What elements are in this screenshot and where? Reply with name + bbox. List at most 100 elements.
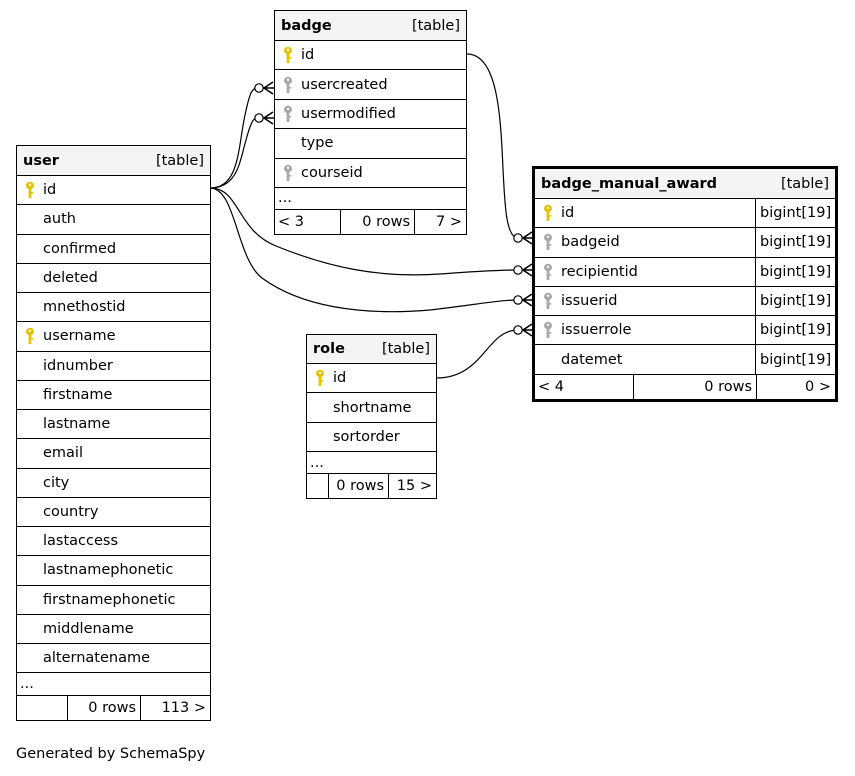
- column-name: type: [301, 135, 334, 152]
- column-name: firstnamephonetic: [43, 591, 176, 608]
- column-row[interactable]: id: [275, 41, 466, 71]
- primary-key-icon: [544, 204, 552, 222]
- table-badge[interactable]: badge [table] id usercreated usermodified t…: [274, 10, 467, 235]
- column-row[interactable]: username: [17, 322, 210, 352]
- column-row[interactable]: lastaccess: [17, 527, 210, 557]
- table-header: user [table]: [17, 146, 210, 176]
- column-name: id: [43, 182, 57, 199]
- column-row[interactable]: alternatename: [17, 644, 210, 674]
- column-type: bigint[19]: [755, 286, 835, 316]
- column-name: confirmed: [43, 240, 117, 257]
- table-header: badge [table]: [275, 11, 466, 41]
- column-name: username: [43, 328, 116, 345]
- column-name: deleted: [43, 269, 98, 286]
- column-row[interactable]: city: [17, 469, 210, 498]
- primary-key-icon: [316, 369, 324, 387]
- column-name: alternatename: [43, 650, 151, 667]
- column-row[interactable]: shortname: [307, 393, 436, 423]
- column-row[interactable]: usermodified: [275, 100, 466, 130]
- column-row[interactable]: badgeid bigint[19]: [535, 228, 835, 258]
- more-columns: ...: [275, 188, 466, 210]
- primary-key-icon: [26, 181, 34, 199]
- column-row[interactable]: id bigint[19]: [535, 199, 835, 229]
- column-row[interactable]: idnumber: [17, 352, 210, 381]
- column-row[interactable]: issuerrole bigint[19]: [535, 316, 835, 346]
- column-row[interactable]: type: [275, 129, 466, 159]
- row-count: 0 rows: [634, 374, 757, 399]
- column-row[interactable]: courseid: [275, 159, 466, 188]
- column-name: sortorder: [333, 428, 400, 445]
- table-user[interactable]: user [table] id auth confirmed deleted mneth…: [16, 145, 211, 722]
- column-name: id: [561, 205, 575, 222]
- row-count: 0 rows: [68, 696, 141, 721]
- foreign-key-icon: [544, 234, 552, 251]
- column-row[interactable]: lastname: [17, 410, 210, 440]
- foreign-key-icon: [544, 292, 552, 310]
- column-row[interactable]: firstname: [17, 381, 210, 410]
- column-row[interactable]: deleted: [17, 264, 210, 293]
- table-name: role: [313, 341, 345, 357]
- column-type: bigint[19]: [755, 199, 835, 228]
- table-kind: [table]: [411, 17, 460, 34]
- foreign-key-icon: [284, 164, 292, 181]
- row-count: 0 rows: [329, 474, 389, 499]
- rel-badge-usermodified-user: [209, 117, 260, 189]
- rel-badge-usercreated-user: [209, 87, 260, 189]
- column-row[interactable]: issuerid bigint[19]: [535, 286, 835, 317]
- column-type: bigint[19]: [755, 228, 835, 257]
- column-name: usercreated: [301, 76, 388, 93]
- column-row[interactable]: country: [17, 498, 210, 527]
- column-name: lastnamephonetic: [43, 562, 174, 579]
- table-kind: [table]: [381, 341, 430, 357]
- column-name: mnethostid: [43, 299, 126, 316]
- column-row[interactable]: email: [17, 439, 210, 469]
- foreign-key-icon: [284, 76, 292, 93]
- children-count: 15 >: [396, 478, 432, 495]
- column-row[interactable]: confirmed: [17, 235, 210, 264]
- table-name: badge: [281, 17, 332, 34]
- optional-circle-issuerrole: [513, 325, 523, 335]
- column-row[interactable]: firstnamephonetic: [17, 586, 210, 615]
- table-footer: < 4 0 rows 0 >: [535, 374, 835, 399]
- column-name: country: [43, 503, 99, 520]
- table-footer: 0 rows 15 >: [307, 474, 436, 499]
- table-name: badge_manual_award: [541, 175, 718, 192]
- parents-count: [307, 474, 329, 499]
- column-row[interactable]: datemet bigint[19]: [535, 345, 835, 375]
- table-footer: < 3 0 rows 7 >: [275, 209, 466, 234]
- column-name: lastname: [43, 416, 111, 433]
- column-type: bigint[19]: [755, 345, 835, 374]
- table-footer: 0 rows 113 >: [17, 696, 210, 721]
- column-row[interactable]: middlename: [17, 615, 210, 644]
- column-row[interactable]: auth: [17, 205, 210, 235]
- table-header: badge_manual_award [table]: [535, 169, 835, 199]
- children-count: 7 >: [436, 213, 462, 230]
- column-name: city: [43, 474, 70, 491]
- more-columns: ...: [17, 673, 210, 697]
- column-name: email: [43, 445, 83, 462]
- table-header: role [table]: [307, 335, 436, 364]
- column-row[interactable]: usercreated: [275, 70, 466, 100]
- column-name: badgeid: [561, 234, 620, 251]
- column-name: datemet: [561, 351, 623, 368]
- column-row[interactable]: id: [307, 364, 436, 394]
- column-name: issuerid: [561, 293, 618, 310]
- column-row[interactable]: mnethostid: [17, 293, 210, 323]
- column-name: issuerrole: [561, 322, 632, 339]
- primary-key-icon: [284, 46, 292, 64]
- column-type: bigint[19]: [755, 316, 835, 345]
- foreign-key-icon: [544, 263, 552, 280]
- rel-award-badgeid-badge: [466, 53, 519, 239]
- column-row[interactable]: id: [17, 176, 210, 206]
- column-name: auth: [43, 211, 76, 228]
- column-row[interactable]: lastnamephonetic: [17, 556, 210, 586]
- column-row[interactable]: sortorder: [307, 423, 436, 453]
- column-name: id: [301, 47, 315, 64]
- children-count: 113 >: [161, 700, 206, 717]
- optional-circle-badgeid: [513, 233, 523, 243]
- rel-award-issuerrole-role: [435, 329, 519, 379]
- column-name: lastaccess: [43, 533, 119, 550]
